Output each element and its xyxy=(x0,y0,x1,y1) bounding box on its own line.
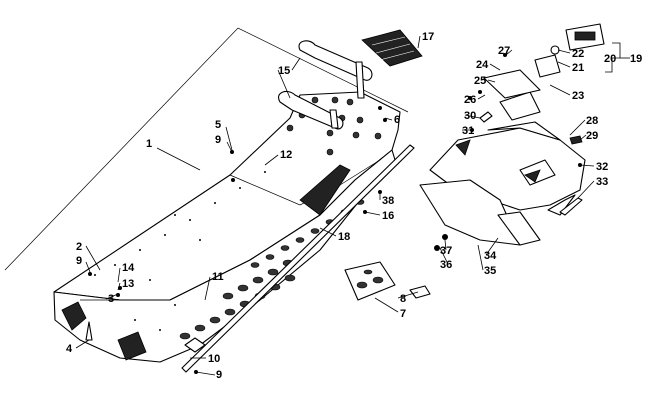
callout-27: 27 xyxy=(498,45,510,57)
callout-29: 29 xyxy=(586,130,598,142)
callout-23: 23 xyxy=(572,90,584,102)
callout-16: 16 xyxy=(382,210,394,222)
callout-6: 6 xyxy=(394,114,400,126)
callout-4: 4 xyxy=(66,343,73,355)
grab-handles xyxy=(278,40,373,130)
callout-20: 20 xyxy=(604,53,616,65)
callout-5: 5 xyxy=(215,119,221,131)
side-rail xyxy=(181,144,415,373)
callout-19: 19 xyxy=(630,53,642,65)
callout-28: 28 xyxy=(586,115,598,127)
callout-15: 15 xyxy=(278,65,290,77)
callout-38: 38 xyxy=(382,195,394,207)
callout-1: 1 xyxy=(146,138,152,150)
callout-9-upper: 9 xyxy=(215,134,221,146)
callout-12: 12 xyxy=(280,149,292,161)
deck-pad xyxy=(361,29,423,67)
callout-35: 35 xyxy=(484,265,496,277)
callout-30: 30 xyxy=(464,110,476,122)
callout-10: 10 xyxy=(208,353,220,365)
callout-13: 13 xyxy=(122,278,134,290)
callout-22: 22 xyxy=(572,48,584,60)
tunnel-assembly xyxy=(53,91,401,363)
callout-33: 33 xyxy=(596,176,608,188)
tunnel-bracket-outline xyxy=(4,27,409,271)
leader-lines xyxy=(75,35,630,376)
callout-9-lower: 9 xyxy=(216,369,222,381)
rear-bumper-assembly xyxy=(419,69,586,246)
taillight-assembly xyxy=(534,23,605,78)
step-plate xyxy=(344,261,396,301)
callout-8: 8 xyxy=(400,293,406,305)
callout-9-front: 9 xyxy=(76,255,82,267)
callout-7: 7 xyxy=(400,308,406,320)
callout-31: 31 xyxy=(462,125,474,137)
tunnel-rivets xyxy=(94,171,266,331)
callout-25: 25 xyxy=(474,75,486,87)
callout-34: 34 xyxy=(484,250,497,262)
callout-11: 11 xyxy=(212,271,224,283)
callout-3: 3 xyxy=(108,293,114,305)
callout-36: 36 xyxy=(440,259,452,271)
callout-17: 17 xyxy=(422,31,434,43)
callout-21: 21 xyxy=(572,62,584,74)
callout-37: 37 xyxy=(440,245,452,257)
step-bracket xyxy=(409,285,431,299)
callout-32: 32 xyxy=(596,161,608,173)
callout-2: 2 xyxy=(76,241,82,253)
callout-18: 18 xyxy=(338,231,350,243)
callout-24: 24 xyxy=(476,59,489,71)
callout-14: 14 xyxy=(122,262,135,274)
callout-26: 26 xyxy=(464,94,476,106)
callout-labels: 1 2 3 4 5 6 7 8 9 9 9 10 11 12 13 14 15 … xyxy=(66,31,642,381)
